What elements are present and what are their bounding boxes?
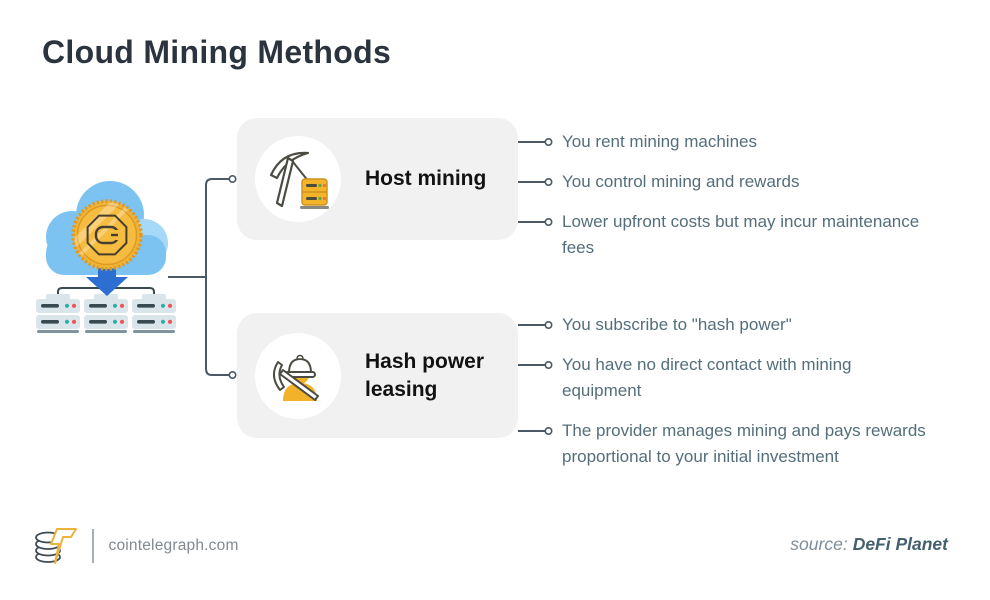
footer-brand: cointelegraph.com — [33, 524, 239, 568]
bullet-point: You subscribe to "hash power" — [562, 315, 792, 334]
bullet-dot — [544, 320, 553, 329]
servers-icon — [36, 294, 176, 333]
method-icon-circle — [255, 136, 341, 222]
download-arrow-icon — [86, 257, 128, 296]
bullet-dot — [544, 426, 553, 435]
source-attribution: source:DeFi Planet — [790, 534, 948, 555]
cloud-mining-illustration — [36, 181, 176, 333]
bullet-point: You have no direct contact with mining e… — [562, 355, 852, 400]
branch-node-dot — [228, 175, 237, 184]
method-icon-circle — [255, 332, 341, 419]
pickaxe-server-icon — [269, 151, 329, 209]
bullet-point: You rent mining machines — [562, 132, 757, 151]
bullet-point: Lower upfront costs but may incur mainte… — [562, 212, 920, 257]
page-title: Cloud Mining Methods — [42, 34, 392, 70]
bullet-list-hash-power-leasing: You subscribe to "hash power" You have n… — [562, 312, 934, 484]
branch-connector-line — [205, 178, 230, 376]
miner-pickaxe-icon — [273, 354, 319, 401]
bullet-dot — [544, 178, 553, 187]
bullet-point: The provider manages mining and pays rew… — [562, 421, 926, 466]
branch-node-dot — [228, 370, 237, 379]
bullet-dot — [544, 218, 553, 227]
bullet-dot — [544, 138, 553, 147]
source-name: DeFi Planet — [852, 534, 948, 554]
footer-divider — [92, 529, 94, 563]
method-label: Hash power leasing — [365, 349, 485, 401]
bullet-point: You control mining and rewards — [562, 172, 800, 191]
cointelegraph-logo-icon — [35, 528, 77, 564]
coin-icon — [71, 199, 143, 271]
source-label: source: — [790, 534, 848, 554]
method-label: Host mining — [365, 167, 487, 190]
method-card-host-mining: Host mining — [237, 118, 518, 240]
method-card-hash-power-leasing: Hash power leasing — [237, 313, 518, 438]
bullet-list-host-mining: You rent mining machines You control min… — [562, 129, 934, 275]
bullet-dot — [544, 360, 553, 369]
footer-site-text: cointelegraph.com — [108, 537, 239, 554]
